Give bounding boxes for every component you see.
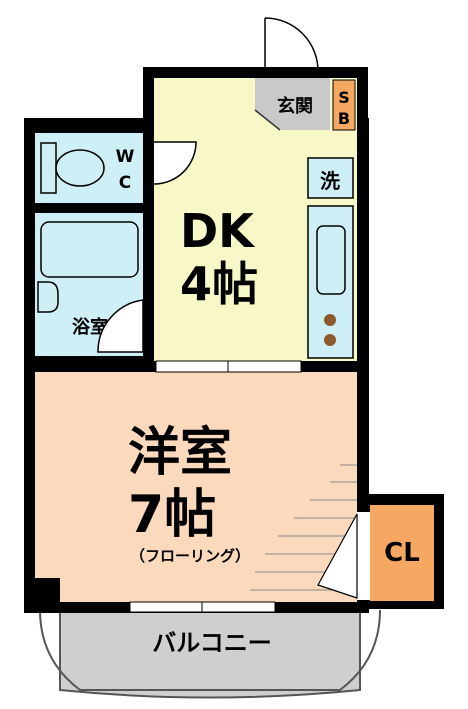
dk-label: DK — [180, 204, 256, 258]
western-wall-cut — [24, 578, 60, 613]
western-label: 洋室 — [128, 423, 232, 483]
shoebox-label-1: S — [338, 88, 350, 107]
washer-label: 洗 — [320, 169, 340, 193]
shoebox-label-2: B — [338, 109, 350, 128]
western-note: （フローリング） — [130, 547, 250, 565]
entrance-step — [254, 109, 281, 131]
shoebox — [332, 79, 356, 131]
entrance-door-swing — [264, 17, 319, 73]
toilet-tank — [40, 142, 57, 194]
bath-door-swing — [97, 299, 144, 353]
western-floor-patch — [35, 372, 60, 578]
closet-door-gap — [357, 512, 370, 600]
entrance-label: 玄関 — [277, 95, 313, 117]
wc-door-swing — [153, 141, 197, 185]
bath-label: 浴室 — [72, 316, 108, 338]
toilet-bowl — [55, 149, 105, 187]
balcony-area — [59, 608, 361, 699]
stove-burner-1 — [324, 314, 336, 326]
wc-label-1: W — [116, 147, 135, 167]
western-room — [35, 372, 357, 602]
washer-space — [307, 157, 354, 199]
closet-label: CL — [384, 538, 420, 568]
washbasin — [37, 281, 59, 313]
closet-door-swing — [317, 513, 358, 599]
balcony-railing — [39, 609, 381, 691]
closet — [370, 505, 434, 601]
entrance-area — [255, 78, 330, 130]
dk-size: 4帖 — [180, 257, 258, 311]
stove-burner-2 — [324, 334, 336, 346]
bathtub — [40, 221, 139, 278]
balcony-label: バルコニー — [152, 629, 272, 657]
wc-label-2: C — [119, 173, 131, 193]
western-size: 7帖 — [128, 485, 216, 545]
kitchen-sink — [316, 225, 346, 295]
